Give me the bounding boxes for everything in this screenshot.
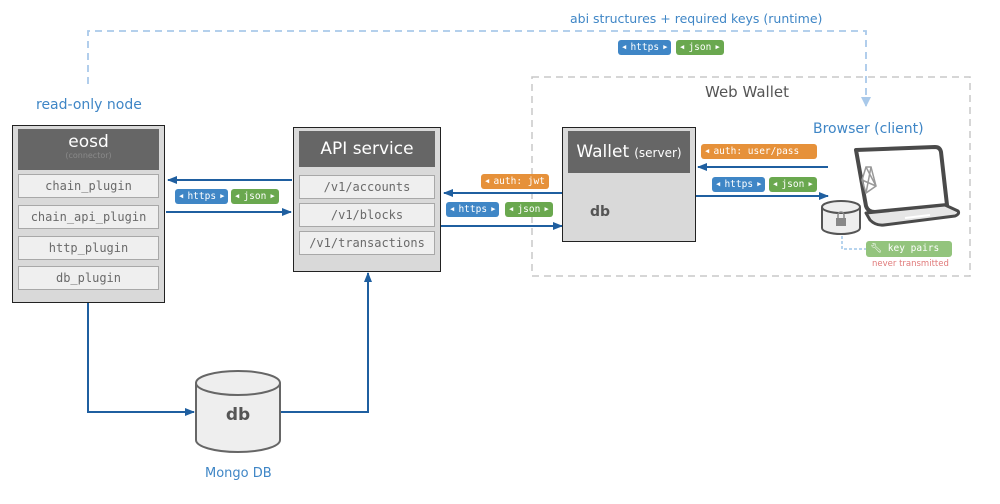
mongo-db-label: Mongo DB bbox=[205, 466, 272, 481]
eosd-title: eosd bbox=[68, 132, 109, 152]
wallet-server-suffix: (server) bbox=[634, 146, 682, 160]
key-icon: 🔧︎ bbox=[870, 243, 888, 254]
mongo-db-cylinder bbox=[195, 370, 281, 453]
eosd-header: eosd (connector) bbox=[18, 129, 159, 170]
abi-runtime-link bbox=[87, 30, 871, 107]
eosd-box: eosd (connector) chain_plugin chain_api_… bbox=[12, 125, 165, 303]
key-pairs-connector bbox=[841, 236, 866, 250]
json-tag: ◀ json ▶ bbox=[505, 202, 553, 217]
browser-client-label: Browser (client) bbox=[813, 121, 924, 137]
never-transmitted-note: never transmitted bbox=[872, 259, 949, 269]
plugin-http: http_plugin bbox=[18, 236, 159, 260]
wallet-server-title: Wallet bbox=[576, 142, 630, 162]
laptop-icon bbox=[854, 145, 961, 227]
auth-jwt-tag: ◀ auth: jwt bbox=[481, 174, 549, 189]
web-wallet-boundary bbox=[531, 76, 971, 277]
endpoint-blocks: /v1/blocks bbox=[299, 203, 435, 227]
mongo-db-label-inner: db bbox=[225, 405, 251, 425]
wallet-server-header: Wallet (server) bbox=[568, 131, 690, 173]
json-tag: ◀ json ▶ bbox=[231, 189, 279, 204]
read-only-node-label: read-only node bbox=[36, 97, 142, 113]
local-key-store-icon bbox=[821, 200, 861, 235]
plugin-chain: chain_plugin bbox=[18, 174, 159, 198]
https-tag: ◀ https ▶ bbox=[446, 202, 500, 217]
web-wallet-title: Web Wallet bbox=[705, 83, 789, 101]
endpoint-transactions: /v1/transactions bbox=[299, 231, 435, 255]
endpoint-accounts: /v1/accounts bbox=[299, 175, 435, 199]
https-tag: ◀ https ▶ bbox=[618, 40, 672, 55]
https-tag: ◀ https ▶ bbox=[712, 177, 766, 192]
eosd-to-mongo-arrow bbox=[87, 292, 195, 416]
json-tag: ◀ json ▶ bbox=[769, 177, 817, 192]
https-tag: ◀ https ▶ bbox=[175, 189, 229, 204]
key-pairs-tag: 🔧︎ key pairs bbox=[866, 241, 952, 257]
auth-user-pass-tag: ◀ auth: user/pass bbox=[701, 144, 817, 159]
wallet-db-label: db bbox=[589, 204, 611, 220]
eosd-subtitle: (connector) bbox=[65, 151, 112, 160]
json-tag: ◀ json ▶ bbox=[676, 40, 724, 55]
api-service-box: API service /v1/accounts /v1/blocks /v1/… bbox=[293, 127, 441, 272]
abi-runtime-label: abi structures + required keys (runtime) bbox=[570, 11, 823, 26]
eos-logo-icon bbox=[861, 166, 877, 195]
plugin-db: db_plugin bbox=[18, 266, 159, 290]
wallet-server-box: Wallet (server) bbox=[562, 127, 696, 242]
api-service-title: API service bbox=[299, 131, 435, 167]
mongo-to-api-arrow bbox=[280, 272, 372, 413]
plugin-chain-api: chain_api_plugin bbox=[18, 205, 159, 229]
